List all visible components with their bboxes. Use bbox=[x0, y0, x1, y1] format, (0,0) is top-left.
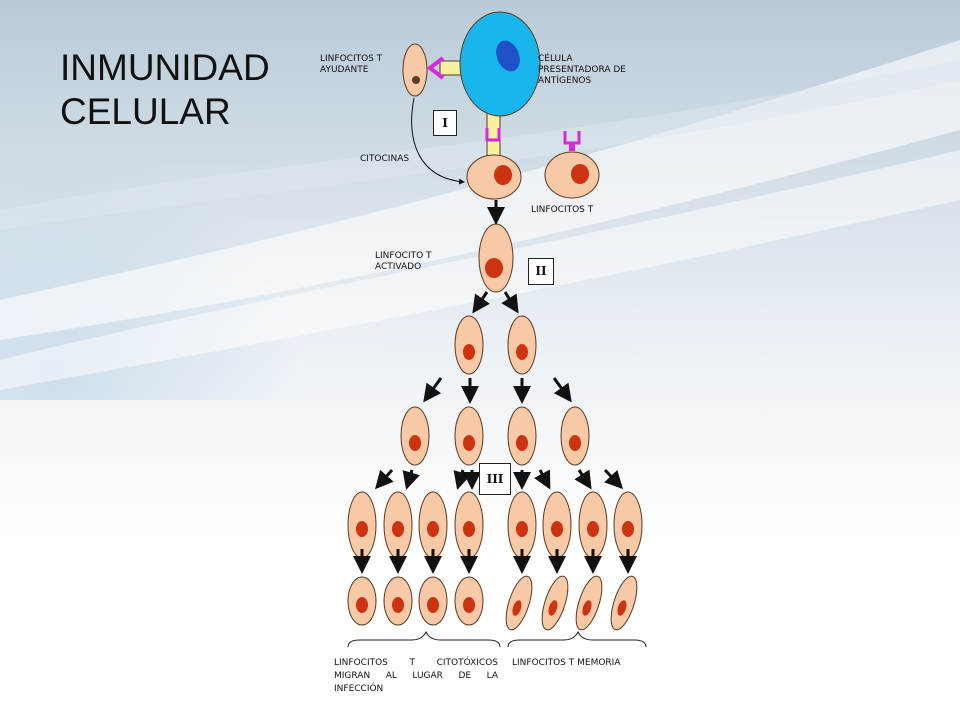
t-cell-bound-nucleus bbox=[494, 165, 512, 185]
stage-marker-2-text: II bbox=[535, 264, 547, 278]
stage-marker-3: III bbox=[479, 463, 511, 495]
cytokines-label-text: CITOCINAS bbox=[360, 154, 410, 164]
t-lymphocytes-label: LINFOCITOS T bbox=[531, 205, 593, 216]
activated-t-label-line-1: LINFOCITO T bbox=[375, 251, 432, 261]
apc-label-line-2: PRESENTADORA DE bbox=[538, 65, 626, 75]
cytotoxic-t-nucleus-3 bbox=[427, 597, 439, 613]
t-lymphocytes-label-text: LINFOCITOS T bbox=[531, 205, 594, 215]
expanded-nucleus-2 bbox=[463, 435, 475, 451]
cytokines-label: CITOCINAS bbox=[360, 154, 409, 165]
effector-precursor-nucleus-8 bbox=[622, 521, 634, 537]
helper-receptor bbox=[426, 56, 445, 80]
cytotoxic-t-label-line-2: MIGRAN AL LUGAR DE LA bbox=[334, 671, 498, 681]
slide-title: INMUNIDAD CELULAR bbox=[60, 46, 270, 134]
apc-nucleus bbox=[496, 40, 520, 72]
apc-label-line-1: CÉLULA bbox=[538, 54, 573, 64]
flow-arrow-7 bbox=[552, 377, 572, 403]
flow-arrow-4 bbox=[423, 377, 443, 403]
slide-title-line-1: INMUNIDAD bbox=[60, 47, 270, 88]
activated-t-label: LINFOCITO T ACTIVADO bbox=[375, 251, 432, 273]
cytotoxic-t-label-line-1: LINFOCITOS T CITOTÓXICOS bbox=[334, 658, 498, 668]
proliferating-nucleus-1 bbox=[463, 344, 475, 360]
helper-t-label-line-1: LINFOCITOS T bbox=[320, 54, 383, 64]
apc-label: CÉLULA PRESENTADORA DE ANTÍGENOS bbox=[538, 54, 626, 87]
flow-arrow-14 bbox=[574, 469, 592, 490]
flow-arrow-2 bbox=[472, 291, 490, 314]
flow-arrow-3 bbox=[501, 291, 519, 314]
helper-t-label: LINFOCITOS T AYUDANTE bbox=[320, 54, 382, 76]
expanded-nucleus-4 bbox=[569, 435, 581, 451]
activated-t-label-line-2: ACTIVADO bbox=[375, 262, 422, 272]
stage-marker-1: I bbox=[433, 110, 457, 136]
t-cell-bound bbox=[466, 154, 522, 200]
flow-arrow-8 bbox=[375, 469, 394, 490]
memory-t-nucleus-4 bbox=[617, 600, 627, 616]
cytotoxic-group-brace bbox=[347, 630, 501, 648]
cytotoxic-t-nucleus-2 bbox=[392, 597, 404, 613]
proliferating-nucleus-2 bbox=[516, 344, 528, 360]
expanded-nucleus-3 bbox=[516, 435, 528, 451]
effector-precursor-nucleus-7 bbox=[587, 521, 599, 537]
effector-precursor-nucleus-2 bbox=[392, 521, 404, 537]
effector-precursor-nucleus-5 bbox=[516, 521, 528, 537]
stage-marker-2: II bbox=[528, 258, 554, 285]
apc-connector bbox=[439, 60, 463, 76]
apc-label-line-3: ANTÍGENOS bbox=[538, 76, 592, 86]
stage-marker-3-text: III bbox=[486, 472, 504, 486]
effector-precursor-nucleus-1 bbox=[356, 521, 368, 537]
memory-t-nucleus-2 bbox=[548, 600, 558, 616]
flow-arrow-13 bbox=[534, 469, 551, 490]
flow-arrow-9 bbox=[402, 469, 420, 490]
cytotoxic-t-label: LINFOCITOS T CITOTÓXICOS MIGRAN AL LUGAR… bbox=[334, 657, 498, 696]
cytotoxic-t-nucleus-4 bbox=[463, 597, 475, 613]
t-cell-free-nucleus bbox=[571, 164, 589, 184]
effector-precursor-nucleus-3 bbox=[427, 521, 439, 537]
memory-t-label-text: LINFOCITOS T MEMORIA bbox=[512, 658, 621, 668]
activated-t-cell bbox=[478, 223, 514, 293]
stage-marker-1-text: I bbox=[442, 116, 448, 130]
slide-title-line-2: CELULAR bbox=[60, 91, 231, 132]
activated-t-nucleus bbox=[485, 258, 503, 278]
cytotoxic-t-label-line-3: INFECCIÓN bbox=[334, 684, 384, 694]
t-cell-free-receptor bbox=[563, 131, 581, 145]
effector-precursor-nucleus-6 bbox=[551, 521, 563, 537]
helper-t-nucleus bbox=[412, 76, 420, 84]
expanded-nucleus-1 bbox=[409, 435, 421, 451]
t-cell-free-stalk bbox=[569, 143, 575, 151]
cytotoxic-t-nucleus-1 bbox=[356, 597, 368, 613]
effector-precursor-nucleus-4 bbox=[463, 521, 475, 537]
helper-t-label-line-2: AYUDANTE bbox=[320, 65, 369, 75]
flow-arrow-10 bbox=[453, 469, 471, 490]
apc-receptor bbox=[485, 128, 501, 142]
memory-t-label: LINFOCITOS T MEMORIA bbox=[512, 658, 620, 669]
memory-t-nucleus-1 bbox=[512, 600, 522, 616]
memory-group-brace bbox=[507, 630, 647, 648]
memory-t-nucleus-3 bbox=[582, 600, 592, 616]
helper-t-cell bbox=[402, 43, 428, 97]
cytokine-arrow bbox=[411, 97, 465, 185]
flow-arrow-15 bbox=[603, 468, 624, 490]
